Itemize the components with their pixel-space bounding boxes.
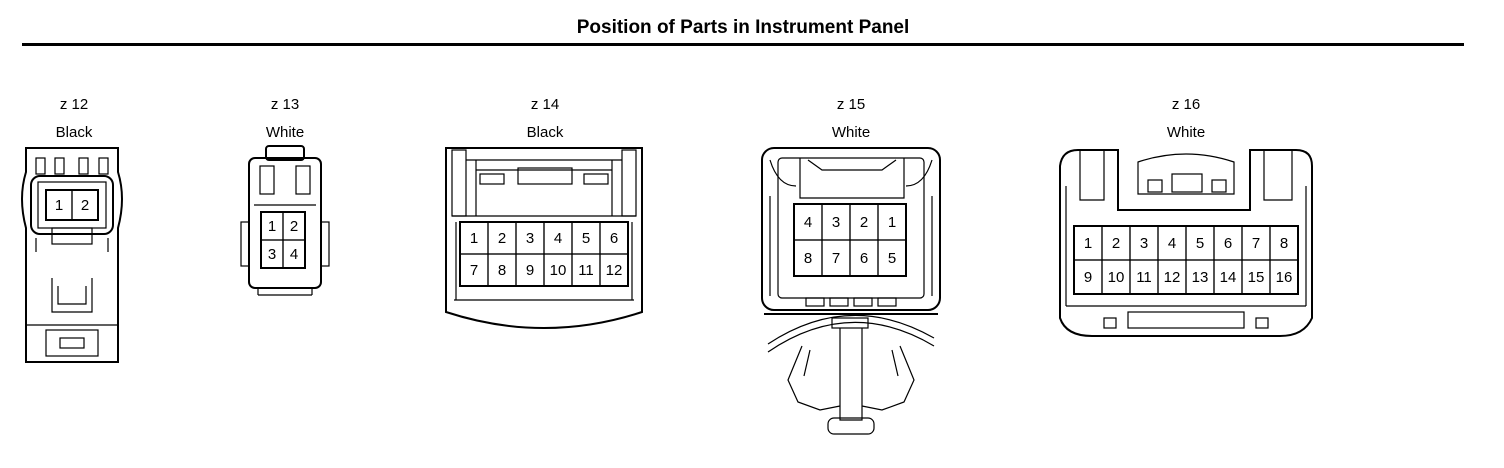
pin-label: 1 <box>888 214 896 231</box>
pin-label: 4 <box>1168 235 1176 252</box>
connector-z15-color: White <box>831 124 871 141</box>
connector-z14-color: Black <box>526 124 564 141</box>
pin-label: 3 <box>526 230 534 247</box>
pin-label: 14 <box>1220 269 1237 286</box>
pin-label: 5 <box>888 250 896 267</box>
pin-label: 8 <box>1280 235 1288 252</box>
pin-label: 9 <box>526 262 534 279</box>
pin-label: 6 <box>610 230 618 247</box>
pin-label: 2 <box>860 214 868 231</box>
connector-z15-drawing <box>761 147 941 435</box>
pin-label: 3 <box>1140 235 1148 252</box>
connector-z12-color: Black <box>55 124 93 141</box>
connector-z14-drawing <box>445 147 643 329</box>
pin-label: 1 <box>470 230 478 247</box>
connector-z15-id: z 15 <box>836 96 866 113</box>
pin-label: 3 <box>832 214 840 231</box>
pin-label: 10 <box>550 262 567 279</box>
pin-label: 8 <box>804 250 812 267</box>
pin-label: 8 <box>498 262 506 279</box>
pin-label: 3 <box>268 246 276 263</box>
pin-label: 2 <box>81 197 89 214</box>
pin-label: 7 <box>832 250 840 267</box>
pin-label: 10 <box>1108 269 1125 286</box>
connector-z13-color: White <box>265 124 305 141</box>
title-rule <box>22 43 1464 46</box>
pin-label: 4 <box>554 230 562 247</box>
pin-label: 5 <box>582 230 590 247</box>
pin-cell <box>282 239 306 269</box>
pin-cell <box>599 253 629 287</box>
pin-cell <box>877 239 907 277</box>
connector-z16-drawing <box>1059 149 1313 337</box>
pin-label: 1 <box>1084 235 1092 252</box>
pin-label: 6 <box>1224 235 1232 252</box>
pin-label: 9 <box>1084 269 1092 286</box>
pin-label: 2 <box>498 230 506 247</box>
pin-label: 12 <box>606 262 623 279</box>
pin-label: 4 <box>804 214 812 231</box>
pin-label: 11 <box>578 262 594 279</box>
connector-z13-id: z 13 <box>270 96 300 113</box>
pin-label: 6 <box>860 250 868 267</box>
pin-label: 2 <box>290 218 298 235</box>
page-title: Position of Parts in Instrument Panel <box>576 17 910 38</box>
connector-z12-drawing <box>21 147 123 363</box>
connector-z16-id: z 16 <box>1171 96 1201 113</box>
connector-z14-id: z 14 <box>530 96 560 113</box>
connector-z12-id: z 12 <box>59 96 89 113</box>
pin-cell <box>1269 259 1299 295</box>
pin-cell <box>71 189 99 221</box>
pin-label: 13 <box>1192 269 1209 286</box>
pin-label: 4 <box>290 246 298 263</box>
pin-label: 1 <box>268 218 276 235</box>
pin-label: 11 <box>1136 269 1152 286</box>
pin-label: 1 <box>55 197 63 214</box>
connector-z13-drawing <box>240 145 330 296</box>
pin-label: 2 <box>1112 235 1120 252</box>
pin-label: 15 <box>1248 269 1265 286</box>
pin-label: 7 <box>470 262 478 279</box>
pin-label: 16 <box>1276 269 1293 286</box>
pin-label: 12 <box>1164 269 1181 286</box>
pin-label: 7 <box>1252 235 1260 252</box>
connector-z16-color: White <box>1166 124 1206 141</box>
pin-label: 5 <box>1196 235 1204 252</box>
